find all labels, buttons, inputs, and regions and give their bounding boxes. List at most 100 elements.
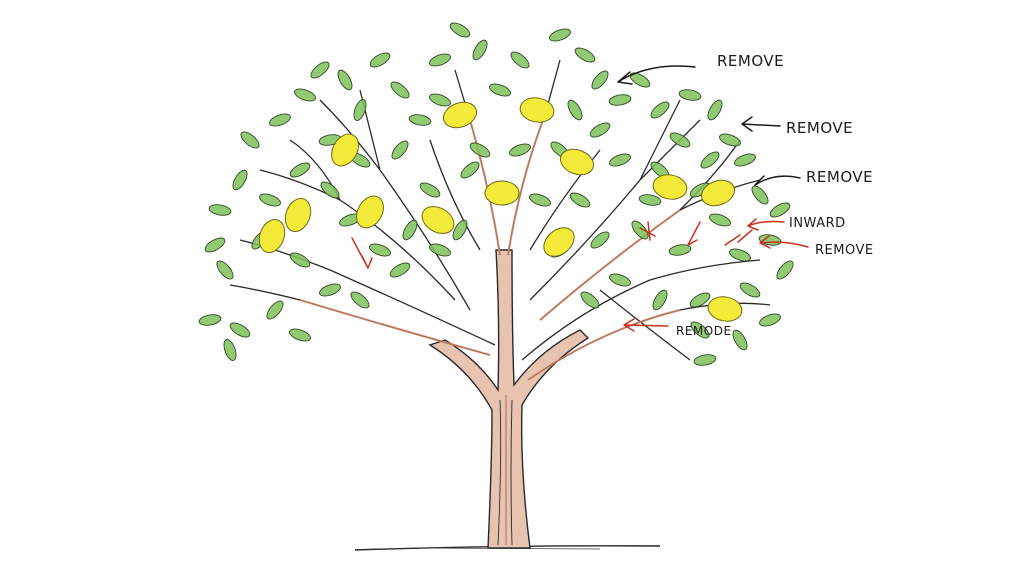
leaf bbox=[509, 143, 531, 157]
leaf bbox=[776, 260, 794, 280]
label-remove-1: REMOVE bbox=[717, 52, 784, 70]
leaf bbox=[489, 83, 511, 97]
leaf bbox=[429, 53, 451, 67]
label-remode: REMODE bbox=[676, 324, 732, 338]
leaf bbox=[408, 114, 432, 126]
leaf bbox=[690, 321, 710, 339]
cut-mark-right-2 bbox=[687, 221, 701, 246]
arrow-remove-3 bbox=[754, 175, 801, 186]
leaf bbox=[429, 93, 451, 107]
leaf bbox=[259, 193, 281, 207]
leaf bbox=[319, 283, 341, 297]
leaf bbox=[337, 69, 353, 91]
leaf bbox=[310, 61, 330, 79]
lemon bbox=[701, 179, 735, 207]
leaf bbox=[266, 300, 284, 320]
leaf bbox=[549, 28, 571, 42]
leaf bbox=[240, 131, 260, 149]
leaf bbox=[751, 185, 769, 205]
lemon bbox=[356, 195, 384, 229]
lemon bbox=[258, 219, 286, 253]
lemons bbox=[258, 97, 743, 322]
leaf bbox=[693, 354, 717, 366]
label-remove-3: REMOVE bbox=[806, 168, 873, 186]
arrow-remove-top bbox=[617, 65, 696, 85]
leaf bbox=[510, 51, 530, 69]
leaf bbox=[429, 243, 451, 257]
leaf bbox=[700, 151, 720, 169]
leaf bbox=[669, 132, 691, 148]
leaf bbox=[638, 194, 662, 206]
lemon bbox=[284, 198, 312, 232]
leaf bbox=[719, 133, 741, 147]
arrow-remode bbox=[623, 318, 669, 332]
leaf bbox=[574, 47, 596, 63]
arrow-remove-red bbox=[759, 235, 809, 249]
lemon bbox=[652, 174, 688, 200]
leaf bbox=[289, 252, 311, 268]
lemon bbox=[421, 206, 455, 234]
leaf bbox=[229, 322, 251, 338]
cut-mark-left bbox=[351, 237, 373, 269]
leaf bbox=[294, 88, 316, 102]
leaf bbox=[631, 220, 649, 240]
leaf bbox=[216, 260, 234, 280]
lemon bbox=[543, 227, 575, 257]
leaf bbox=[580, 291, 600, 309]
leaf bbox=[668, 244, 692, 256]
leaf bbox=[472, 39, 488, 61]
leaf bbox=[198, 314, 222, 326]
leaf bbox=[223, 339, 237, 361]
leaf bbox=[350, 291, 370, 309]
lemon bbox=[519, 97, 555, 123]
leaf bbox=[709, 213, 731, 227]
leaf bbox=[652, 289, 668, 311]
lemon bbox=[331, 133, 359, 167]
leaf bbox=[589, 122, 611, 138]
cut-mark-right-3 bbox=[724, 229, 753, 246]
leaf bbox=[353, 99, 367, 121]
leaf bbox=[369, 52, 391, 68]
leaf bbox=[390, 81, 410, 99]
leaf bbox=[208, 204, 232, 216]
leaf bbox=[609, 153, 631, 167]
leaf bbox=[204, 237, 226, 253]
lemon bbox=[707, 296, 743, 322]
leaf bbox=[567, 99, 583, 121]
leaf bbox=[734, 153, 756, 167]
leaf bbox=[391, 140, 409, 160]
leaf bbox=[452, 219, 468, 241]
leaf bbox=[460, 161, 480, 179]
leaf bbox=[289, 328, 311, 342]
leaf bbox=[707, 99, 723, 121]
leaf bbox=[769, 202, 791, 218]
leaf bbox=[389, 262, 411, 278]
leaf bbox=[320, 181, 340, 199]
annotation-arrows bbox=[351, 65, 809, 332]
label-remove-4: REMOVE bbox=[815, 243, 874, 258]
leaf bbox=[591, 70, 609, 90]
lemon bbox=[560, 148, 594, 176]
leaf bbox=[759, 313, 781, 327]
arrow-inward bbox=[747, 218, 785, 231]
label-inward: INWARD bbox=[789, 216, 846, 231]
leaf bbox=[678, 89, 702, 101]
leaf bbox=[608, 94, 632, 106]
leaf bbox=[590, 231, 610, 249]
label-remove-2: REMOVE bbox=[786, 119, 853, 137]
leaf bbox=[758, 234, 782, 246]
cut-mark-right-1 bbox=[639, 221, 656, 241]
leaf bbox=[369, 243, 391, 257]
leaf bbox=[289, 162, 311, 178]
leaf bbox=[609, 273, 631, 287]
foliage bbox=[198, 22, 794, 366]
annotation-labels: REMOVE REMOVE REMOVE INWARD REMOVE REMOD… bbox=[676, 52, 874, 338]
trunk bbox=[428, 249, 590, 549]
lemon bbox=[484, 180, 520, 206]
leaf bbox=[732, 329, 748, 351]
leaf bbox=[419, 182, 441, 198]
leaf bbox=[629, 72, 651, 88]
leaf bbox=[449, 22, 471, 38]
